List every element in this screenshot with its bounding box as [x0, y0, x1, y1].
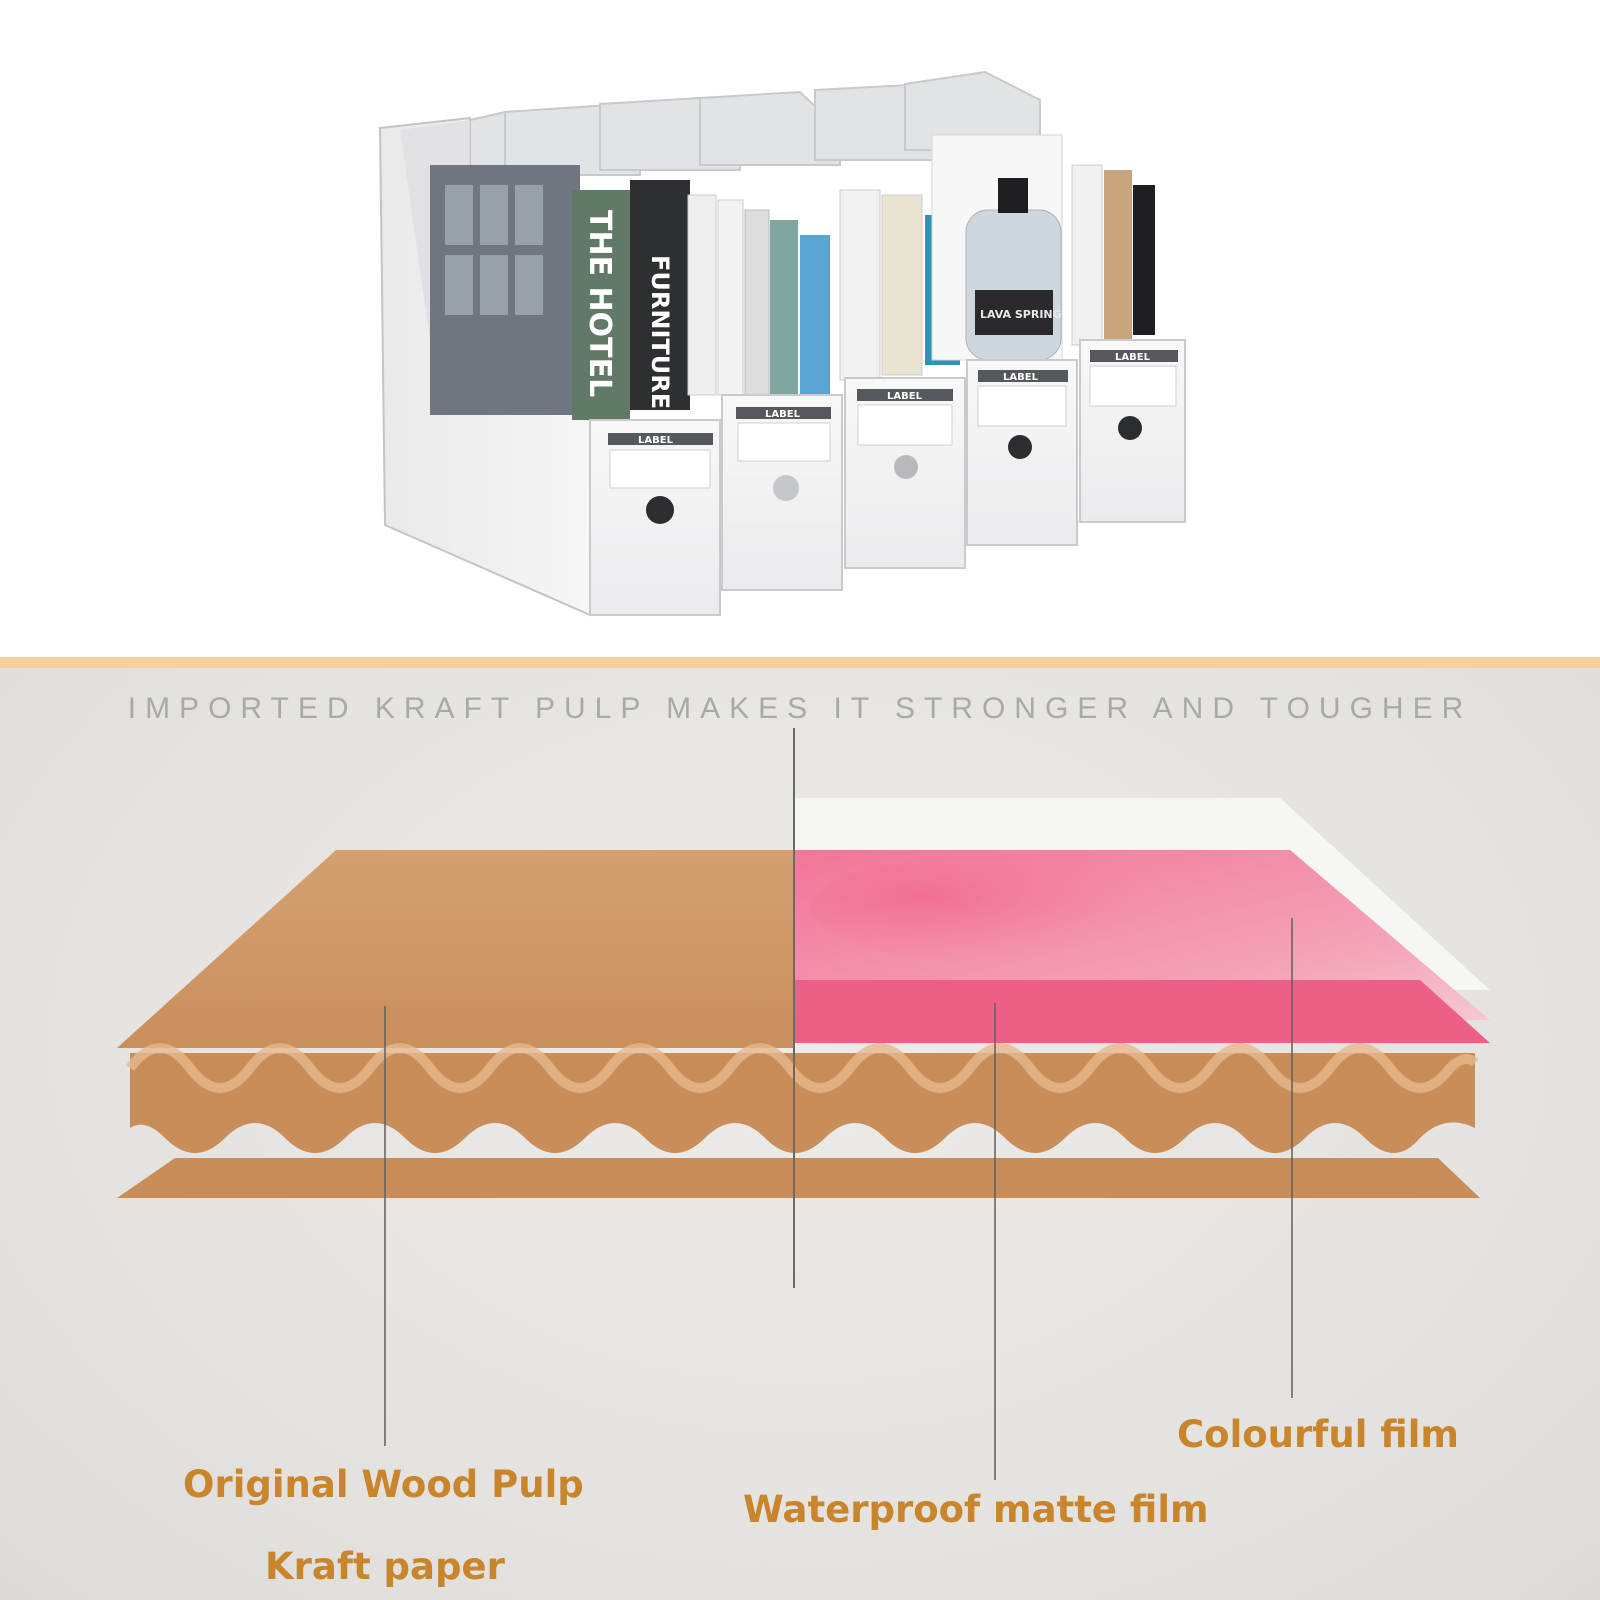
- diagram-headline: IMPORTED KRAFT PULP MAKES IT STRONGER AN…: [127, 692, 1473, 725]
- corrugated-fluting: [130, 1053, 1475, 1153]
- label-tag-1: LABEL: [638, 435, 674, 446]
- books-group: THE HOTEL FURNITURE LAVA SPRING: [430, 134, 1155, 420]
- organizer-back-dividers: [469, 70, 1041, 177]
- book-spine-hotel: THE HOTEL: [582, 210, 617, 397]
- kraft-top-sheet: [117, 850, 794, 1048]
- callout-colourful-film: Colourful film: [1177, 1413, 1459, 1456]
- product-photo-panel: THE HOTEL FURNITURE LAVA SPRING: [0, 0, 1600, 657]
- layer-diagram: [117, 728, 1490, 1480]
- water-bottle: [965, 209, 1062, 361]
- magazine-file-organizer: THE HOTEL FURNITURE LAVA SPRING: [378, 70, 1186, 617]
- colourful-film-edge: [794, 980, 1490, 1043]
- callout-kraft-paper: Kraft paper: [265, 1545, 505, 1588]
- section-divider: [0, 657, 1600, 668]
- label-tag-5: LABEL: [1115, 352, 1151, 363]
- callout-wood-pulp: Original Wood Pulp: [183, 1463, 584, 1506]
- bottle-label: LAVA SPRING: [980, 308, 1062, 321]
- label-tag-4: LABEL: [1003, 372, 1039, 383]
- book-spine-furniture: FURNITURE: [646, 255, 674, 409]
- material-diagram-panel: IMPORTED KRAFT PULP MAKES IT STRONGER AN…: [0, 668, 1600, 1600]
- kraft-bottom-sheet: [117, 1158, 1480, 1198]
- label-tag-3: LABEL: [887, 391, 923, 402]
- organizer-front: LABEL LABEL LABEL LABEL LABEL: [589, 339, 1186, 616]
- callout-matte-film: Waterproof matte film: [743, 1488, 1209, 1531]
- label-tag-2: LABEL: [765, 409, 801, 420]
